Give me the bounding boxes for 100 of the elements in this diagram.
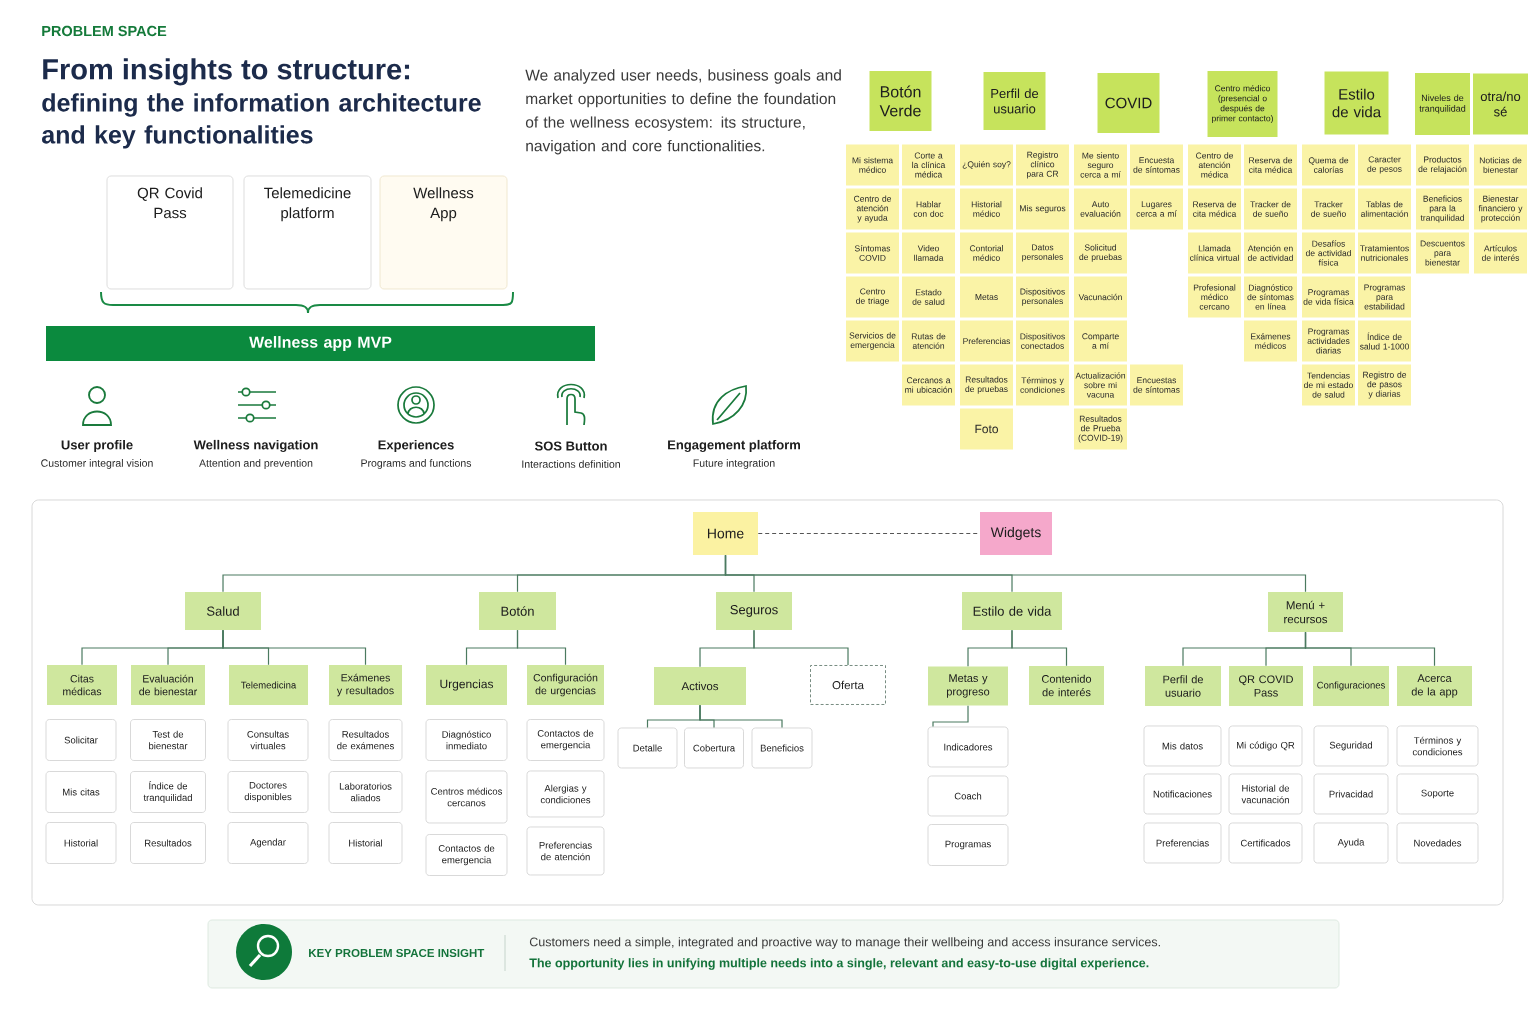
product-card: Telemedicine platform bbox=[243, 175, 372, 290]
sticky-note: Programas actividades diarias bbox=[1302, 320, 1355, 362]
sticky-note: Evaluación de bienestar bbox=[131, 665, 205, 705]
sticky-note: Configuración de urgencias bbox=[527, 665, 604, 705]
item-card: Soporte bbox=[1396, 773, 1479, 815]
panel-heading: KEY PROBLEM SPACE INSIGHT bbox=[309, 948, 485, 958]
sticky-note: Productos de relajación bbox=[1416, 144, 1469, 186]
product-card: QR Covid Pass bbox=[106, 175, 234, 290]
sticky-note: Me siento seguro cerca a mí bbox=[1074, 144, 1127, 186]
sticky-note: Exámenes y resultados bbox=[329, 665, 402, 705]
item-card: Mi código QR bbox=[1228, 725, 1303, 767]
item-card: Solicitar bbox=[45, 719, 117, 761]
sticky-note: Comparte a mí bbox=[1074, 320, 1127, 362]
sticky-note: Botón bbox=[479, 592, 556, 630]
item-card: Historial bbox=[45, 822, 117, 864]
sticky-note: Tracker de sueño bbox=[1302, 188, 1355, 230]
sticky-note: Síntomas COVID bbox=[846, 232, 899, 274]
title: From insights to structure: bbox=[43, 58, 410, 86]
item-card: Historial bbox=[328, 822, 403, 864]
sticky-note: Encuesta de síntomas bbox=[1130, 144, 1183, 186]
sticky-note: Datos personales bbox=[1016, 232, 1069, 274]
sticky-note: Programas de vida física bbox=[1302, 276, 1355, 318]
sticky-note: Mis seguros bbox=[1016, 188, 1069, 230]
sticky-note: Centro de atención y ayuda bbox=[846, 188, 899, 230]
connector-line bbox=[699, 704, 783, 729]
sticky-note: Caracter de pesos bbox=[1358, 144, 1411, 186]
insight-text: Customers need a simple, integrated and proactive way to manage their wellbeing and access insurance services. bbox=[529, 937, 1160, 949]
sticky-note: Centro de triage bbox=[846, 276, 899, 318]
sticky-note: Tendencias de mi estado de salud bbox=[1302, 364, 1355, 406]
subtitle: defining the information architecture and key functionalities bbox=[42, 93, 481, 149]
item-card: Diagnóstico inmediato bbox=[425, 719, 508, 761]
sticky-note: Urgencias bbox=[426, 665, 507, 705]
feature-title: Wellness navigation bbox=[193, 439, 318, 453]
sticky-note: otra/no sé bbox=[1473, 73, 1528, 135]
connector-line bbox=[1304, 631, 1436, 667]
sticky-note: Metas y progreso bbox=[928, 666, 1008, 706]
sticky-note: Telemedicina bbox=[229, 665, 308, 705]
item-card: Certificados bbox=[1228, 822, 1303, 864]
sticky-note: Tablas de alimentación bbox=[1358, 188, 1411, 230]
sticky-note: Índice de salud 1-1000 bbox=[1358, 320, 1411, 362]
sticky-note: ¿Quién soy? bbox=[960, 144, 1013, 186]
item-card: Programas bbox=[927, 824, 1009, 866]
dashed-box: Oferta bbox=[810, 665, 886, 705]
sticky-note: Artículos de interés bbox=[1474, 232, 1527, 274]
sticky-note: Perfil de usuario bbox=[983, 72, 1046, 130]
sticky-note: Centro médico (presencial o después de primer contacto) bbox=[1207, 71, 1278, 137]
sticky-note: Registro clínico para CR bbox=[1016, 144, 1069, 186]
item-card: Resultados de exámenes bbox=[328, 719, 403, 761]
sticky-note: Lugares cerca a mí bbox=[1130, 188, 1183, 230]
sticky-note: Reserva de cita médica bbox=[1244, 144, 1297, 186]
feature-caption: Programs and functions bbox=[361, 459, 472, 469]
sticky-note: Quema de calorías bbox=[1302, 144, 1355, 186]
sticky-note: Contorial médico bbox=[960, 232, 1013, 274]
sticky-note: Estilo de vida bbox=[1324, 71, 1389, 135]
item-card: Indicadores bbox=[927, 726, 1009, 768]
sticky-note: Foto bbox=[960, 408, 1013, 450]
item-card: Centros médicos cercanos bbox=[425, 770, 508, 824]
sticky-note: Perfil de usuario bbox=[1145, 666, 1221, 706]
sticky-note: Cercanos a mi ubicación bbox=[902, 364, 955, 406]
sticky-note: Encuestas de síntomas bbox=[1130, 364, 1183, 406]
sticky-note: Widgets bbox=[980, 512, 1052, 555]
item-card: Historial de vacunación bbox=[1228, 773, 1303, 815]
sticky-note: Estilo de vida bbox=[962, 592, 1062, 630]
sticky-note: Acerca de la app bbox=[1397, 666, 1472, 706]
sticky-note: Preferencias bbox=[960, 320, 1013, 362]
sticky-note: Resultados de Prueba (COVID-19) bbox=[1074, 408, 1127, 450]
connector-line bbox=[724, 554, 1307, 593]
item-card: Coach bbox=[927, 775, 1009, 817]
sticky-note: Rutas de atención bbox=[902, 320, 955, 362]
item-card: Contactos de emergencia bbox=[526, 719, 605, 761]
item-card: Seguridad bbox=[1313, 725, 1389, 767]
insight-text: The opportunity lies in unifying multiple needs into a single, relevant and easy-to-use digital experience. bbox=[529, 958, 1149, 970]
item-card: Notificaciones bbox=[1143, 773, 1222, 815]
item-card: Novedades bbox=[1396, 822, 1479, 864]
item-card: Mis datos bbox=[1143, 725, 1222, 767]
feature-caption: Attention and prevention bbox=[199, 459, 313, 469]
sticky-note: Reserva de cita médica bbox=[1188, 188, 1241, 230]
item-card: Resultados bbox=[130, 822, 206, 864]
sticky-note: Corte a la clínica médica bbox=[902, 144, 955, 186]
connector-line bbox=[516, 629, 567, 666]
sticky-note: Tracker de de sueño bbox=[1244, 188, 1297, 230]
sticky-note: Beneficios para la tranquilidad bbox=[1416, 188, 1469, 230]
sticky-note: Home bbox=[693, 512, 758, 555]
sticky-note: Botón Verde bbox=[869, 71, 932, 131]
item-card: Doctores disponibles bbox=[227, 771, 309, 813]
item-card: Cobertura bbox=[684, 727, 744, 769]
item-card: Privacidad bbox=[1313, 773, 1389, 815]
feature-caption: Interactions definition bbox=[522, 460, 620, 468]
feature-title: Experiences bbox=[378, 439, 454, 453]
sticky-note: Desafíos de actividad física bbox=[1302, 232, 1355, 274]
connector-line bbox=[1011, 629, 1068, 667]
sticky-note: Solicitud de pruebas bbox=[1074, 232, 1127, 274]
sticky-note: Seguros bbox=[716, 592, 792, 630]
sticky-note: Activos bbox=[654, 667, 746, 705]
sticky-note: Dispositivos conectados bbox=[1016, 320, 1069, 362]
sticky-note: Exámenes médicos bbox=[1244, 320, 1297, 362]
sticky-note: Menú + recursos bbox=[1268, 592, 1343, 632]
sticky-note: Tratamientos nutricionales bbox=[1358, 232, 1411, 274]
feature-title: Engagement platform bbox=[668, 439, 800, 453]
sticky-note: Contenido de interés bbox=[1029, 666, 1104, 705]
